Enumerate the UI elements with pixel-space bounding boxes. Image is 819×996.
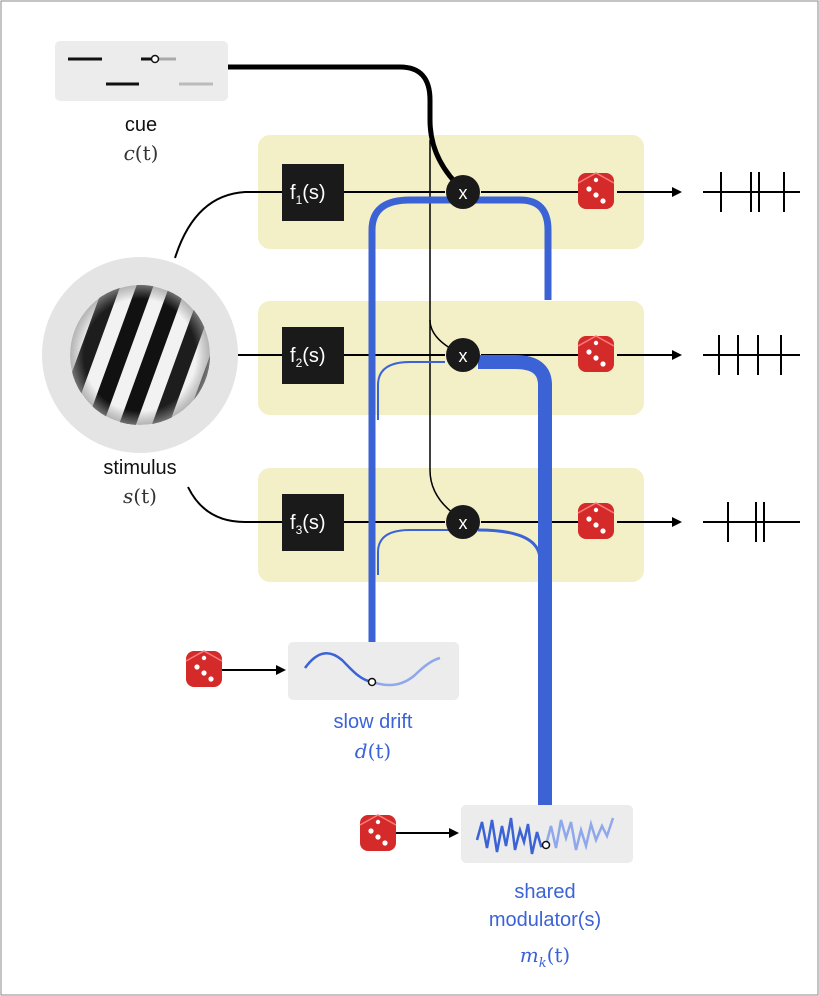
multiply-symbol-3: x (459, 513, 468, 533)
multiply-symbol-1: x (459, 183, 468, 203)
multiply-node-icon (446, 338, 480, 372)
stimulus-wires (174, 191, 282, 523)
filter-box-3 (282, 494, 344, 551)
filter-box-2 (282, 327, 344, 384)
dice-icon (185, 650, 223, 687)
slow-drift-waveform-icon (303, 652, 441, 687)
dice-icon (577, 502, 615, 539)
slow-drift-symbol: d(t) (355, 739, 391, 763)
multiply-node-icon (446, 175, 480, 209)
multiply-node-3 (446, 505, 480, 539)
cue-symbol: c(t) (124, 141, 159, 165)
shared-modulator-label-line1: shared (514, 881, 575, 903)
stimulus-label: stimulus (103, 457, 176, 479)
stimulus-symbol: s(t) (123, 484, 157, 508)
filter-label-3: f3(s) (290, 512, 326, 537)
multiply-node-1 (446, 175, 480, 209)
filter-box-1 (282, 164, 344, 221)
channel-wires (344, 187, 682, 527)
cue-waveform-icon (68, 54, 213, 86)
dice-icon (359, 814, 397, 851)
shared-modulator-symbol: mk(t) (520, 943, 571, 971)
dice-icon (577, 172, 615, 209)
shared-modulator-waveform-icon (475, 817, 615, 855)
cue-box (55, 41, 228, 101)
multiply-symbol-2: x (459, 346, 468, 366)
slow-drift-box (288, 642, 459, 700)
filter-label-2: f2(s) (290, 345, 326, 370)
filter-label-1: f1(s) (290, 182, 326, 207)
slow-drift-label: slow drift (334, 711, 413, 733)
cue-wires (228, 64, 465, 521)
spike-train-icon (703, 502, 800, 542)
multiply-node-2 (446, 338, 480, 372)
shared-modulator-wires (477, 355, 552, 805)
shared-modulator-label-line2: modulator(s) (489, 909, 601, 931)
cue-label: cue (125, 114, 157, 136)
shared-modulator-box (461, 805, 633, 863)
spike-train-icon (703, 335, 800, 375)
spike-train-icon (703, 172, 800, 212)
multiply-node-icon (446, 505, 480, 539)
dice-icon (577, 335, 615, 372)
